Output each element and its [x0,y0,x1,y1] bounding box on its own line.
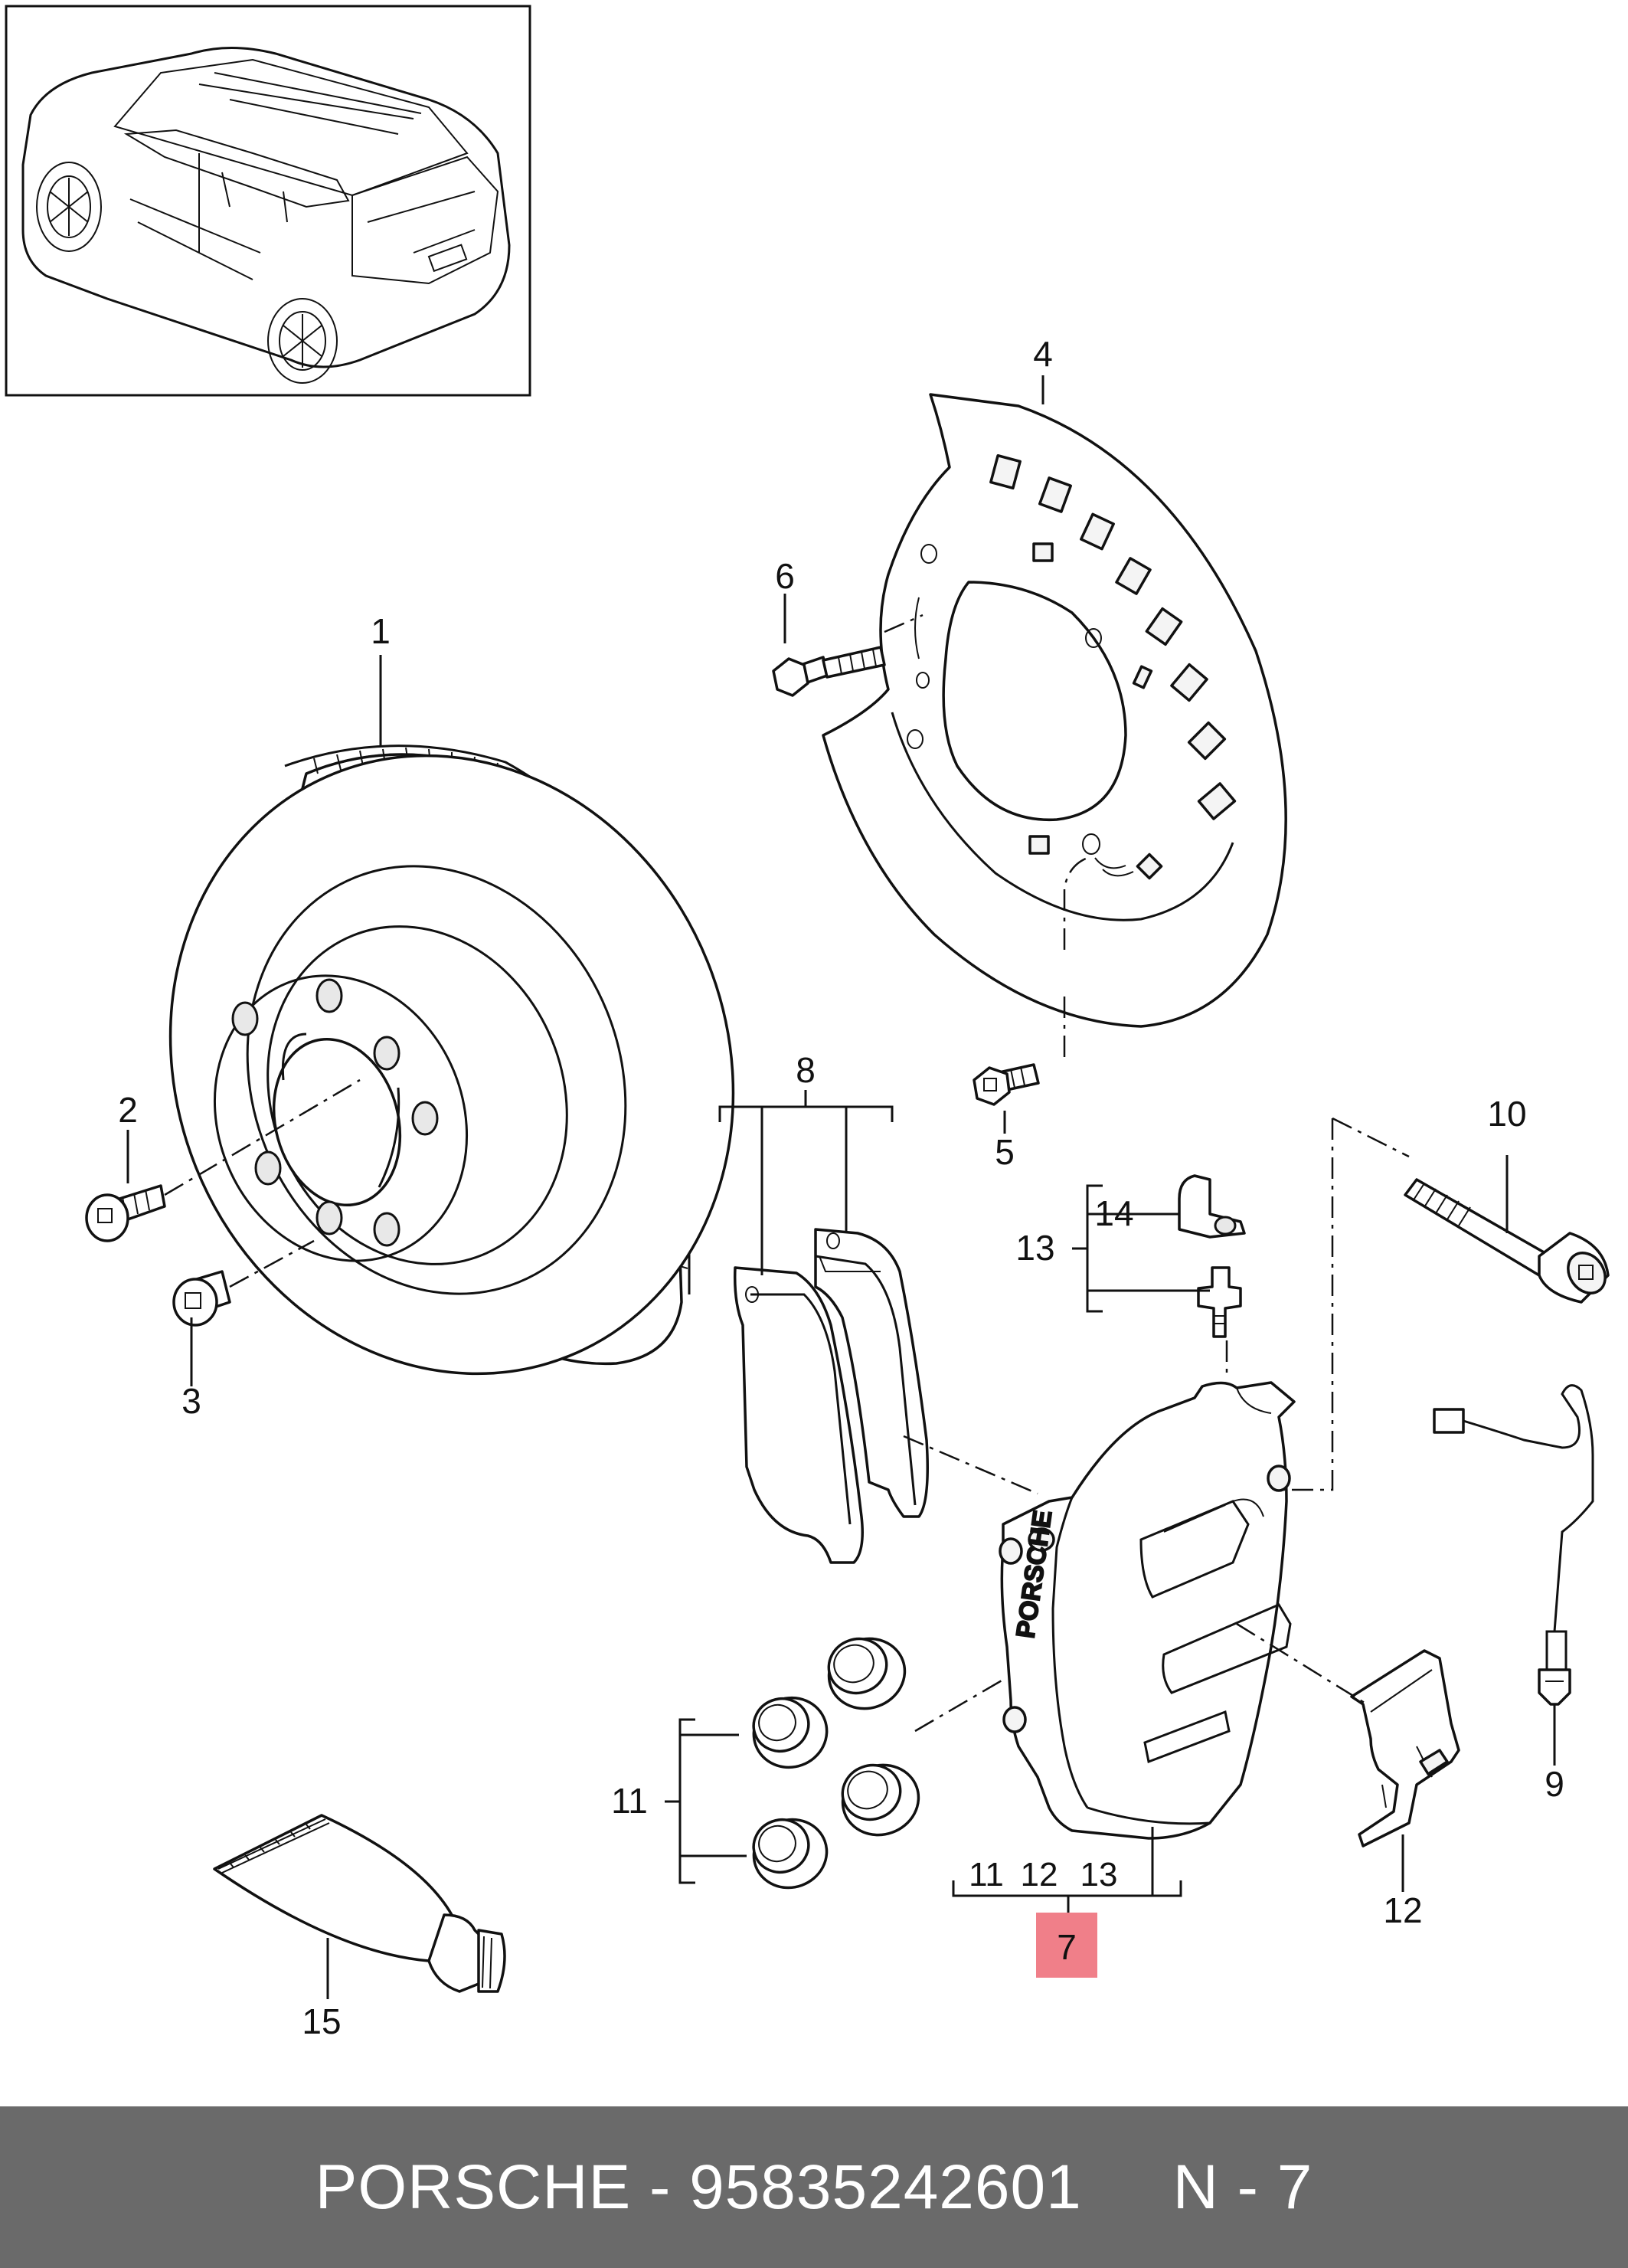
bleed-cap-icon [1178,1174,1246,1239]
callout-2: 2 [118,1090,138,1130]
group-7-sub-11: 11 [969,1856,1004,1893]
dust-shield-icon [822,393,1287,1028]
callout-6: 6 [775,556,795,596]
brake-disc-icon [168,745,735,1376]
caliper-icon: PORSCHE [999,1381,1296,1840]
footer-brand: PORSCHE [315,2152,632,2222]
footer-text: PORSCHE - 95835242601 N - 7 [315,2152,1313,2224]
footer-page-ref: N - 7 [1172,2152,1313,2222]
car-icon [21,47,511,384]
plug-icon [172,1270,231,1327]
leader-lines [126,375,1556,1999]
caliper-bolt-icon [1404,1178,1610,1304]
callout-1: 1 [371,611,391,651]
group-7-sub-13: 13 [1080,1856,1118,1893]
callout-4: 4 [1033,334,1053,374]
small-bolt-icon [973,1063,1040,1106]
footer-separator: - [649,2152,672,2222]
wear-sensor-icon [1433,1384,1594,1706]
callout-15: 15 [302,2001,341,2041]
piston-seals-icon [752,1637,920,1890]
brake-pads-icon [733,1228,929,1564]
footer-banner: PORSCHE - 95835242601 N - 7 [0,2106,1628,2268]
callout-3: 3 [181,1381,201,1421]
shield-bolt-icon [772,646,886,697]
callout-11: 11 [611,1781,648,1821]
callout-7: 7 [1057,1927,1077,1967]
callout-14: 14 [1094,1193,1133,1233]
footer-part-number: 95835242601 [689,2152,1082,2222]
callout-8: 8 [796,1050,816,1090]
grease-tube-icon [213,1814,506,1993]
callout-9: 9 [1545,1764,1564,1804]
callout-10: 10 [1487,1094,1526,1134]
group-7-sub-12: 12 [1021,1856,1058,1893]
callout-7-highlight [1036,1913,1097,1978]
callout-13: 13 [1015,1228,1054,1268]
callout-12: 12 [1383,1890,1422,1930]
spring-clip-icon [1350,1649,1460,1847]
car-thumbnail [5,5,531,397]
disc-bolt-icon [85,1184,166,1242]
bleed-screw-icon [1197,1266,1242,1338]
callouts: 1 2 3 4 5 6 8 9 10 11 12 13 14 15 11 12 … [118,334,1564,2041]
callout-5: 5 [995,1132,1015,1172]
